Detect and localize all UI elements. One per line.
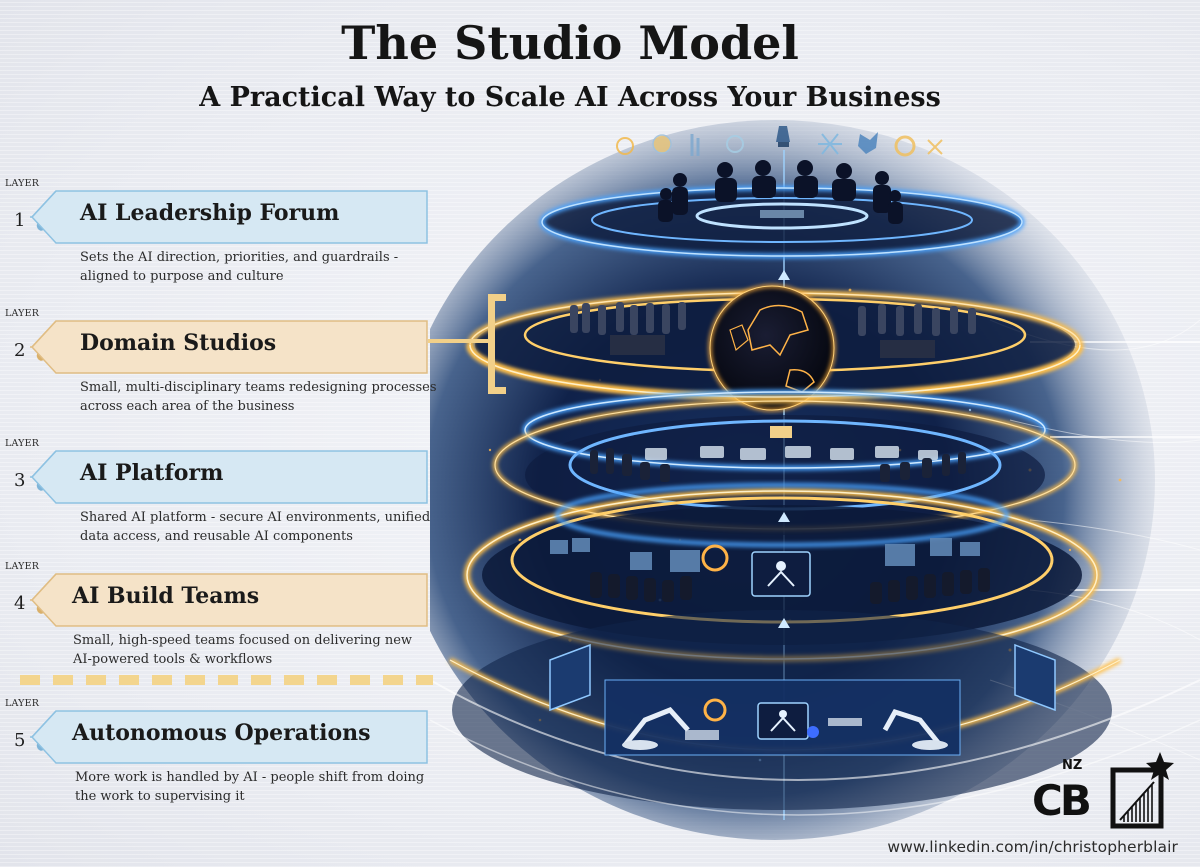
linkedin-link[interactable]: www.linkedin.com/in/christopherblair bbox=[887, 838, 1178, 856]
layer-tag: LAYER bbox=[5, 178, 40, 189]
layer-title: AI Build Teams bbox=[72, 583, 260, 609]
ring-layer-1 bbox=[539, 160, 1025, 259]
layer-card-4: LAYER 4 AI Build Teams Small, high-speed… bbox=[0, 561, 440, 671]
ring-layer-4 bbox=[464, 483, 1100, 662]
layer-banner: AI Leadership Forum bbox=[30, 190, 428, 244]
layer-description: More work is handled by AI - people shif… bbox=[75, 770, 425, 804]
layer-banner: AI Platform bbox=[30, 450, 428, 504]
logo-letters: CB bbox=[1032, 776, 1092, 825]
layer-title: Autonomous Operations bbox=[72, 720, 371, 746]
layer-card-5: LAYER 5 Autonomous Operations More work … bbox=[0, 698, 440, 808]
layer-banner: Autonomous Operations bbox=[30, 710, 428, 764]
layer-card-2: LAYER 2 Domain Studios Small, multi-disc… bbox=[0, 308, 440, 418]
layer-description: Sets the AI direction, priorities, and g… bbox=[80, 250, 399, 284]
layer-2-connector bbox=[428, 339, 488, 343]
layer-banner: Domain Studios bbox=[30, 320, 428, 374]
layer-number: 4 bbox=[14, 593, 26, 614]
layer-tag: LAYER bbox=[5, 308, 40, 319]
dashed-divider bbox=[20, 675, 433, 685]
top-icons-row bbox=[616, 126, 943, 157]
logo-superscript: NZ bbox=[1062, 758, 1083, 773]
layer-2-bracket bbox=[488, 294, 506, 394]
layer-number: 1 bbox=[14, 210, 26, 231]
layer-card-3: LAYER 3 AI Platform Shared AI platform -… bbox=[0, 438, 440, 548]
layer-description: Small, multi-disciplinary teams redesign… bbox=[80, 380, 437, 414]
ring-layer-3 bbox=[493, 389, 1077, 535]
layer-number: 3 bbox=[14, 470, 26, 491]
layer-banner: AI Build Teams bbox=[30, 573, 428, 627]
layer-title: AI Platform bbox=[80, 460, 224, 486]
fern-star-icon bbox=[1110, 752, 1174, 829]
layer-title: Domain Studios bbox=[80, 330, 277, 356]
layer-tag: LAYER bbox=[5, 698, 40, 709]
layer-description: Shared AI platform - secure AI environme… bbox=[80, 510, 431, 544]
page-title: The Studio Model bbox=[341, 16, 799, 70]
ring-layer-2 bbox=[467, 284, 1083, 412]
layer-number: 5 bbox=[14, 730, 26, 751]
layer-tag: LAYER bbox=[5, 438, 40, 449]
cb-nz-logo: NZ CB bbox=[1032, 752, 1182, 832]
layered-ai-illustration bbox=[430, 120, 1200, 840]
layer-number: 2 bbox=[14, 340, 26, 361]
layer-description: Small, high-speed teams focused on deliv… bbox=[73, 633, 413, 667]
layer-title: AI Leadership Forum bbox=[80, 200, 340, 226]
page-subtitle: A Practical Way to Scale AI Across Your … bbox=[199, 82, 941, 113]
layer-card-1: LAYER 1 AI Leadership Forum Sets the AI … bbox=[0, 178, 440, 288]
layer-tag: LAYER bbox=[5, 561, 40, 572]
